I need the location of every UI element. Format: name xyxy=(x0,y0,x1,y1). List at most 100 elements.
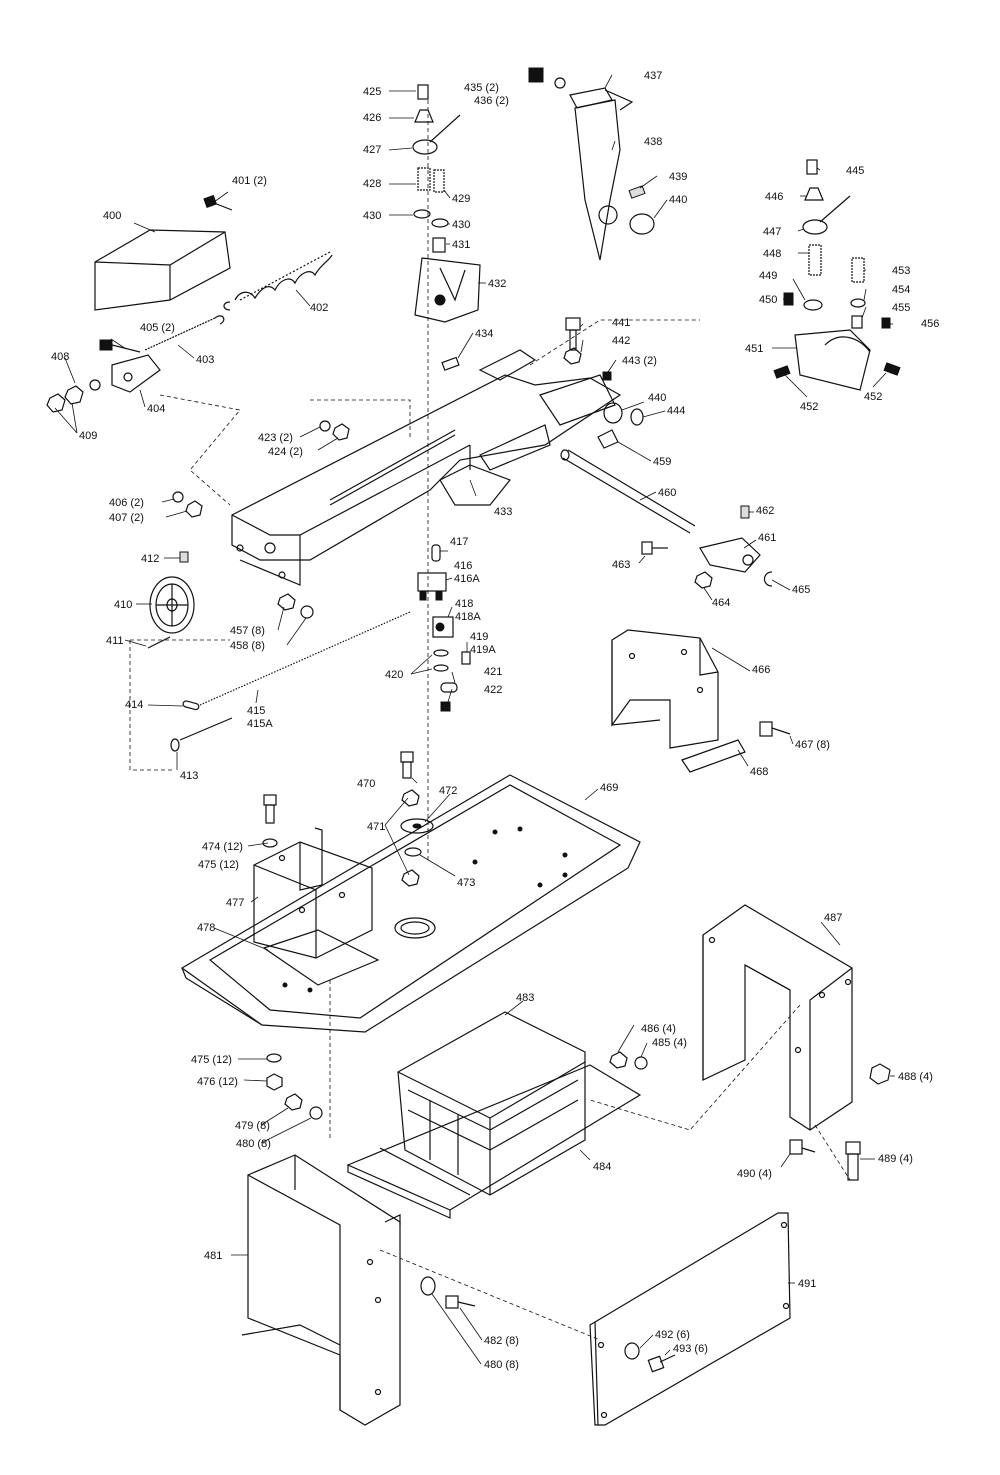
callout-460: 460 xyxy=(658,487,676,499)
callout-402: 402 xyxy=(310,302,328,314)
block-418-icon xyxy=(432,616,454,638)
callout-428: 428 xyxy=(363,178,381,190)
callout-436: 436 (2) xyxy=(474,95,509,107)
bolt-493-icon xyxy=(647,1354,676,1373)
callout-430a: 430 xyxy=(363,210,381,222)
nuts-409-icon xyxy=(46,385,84,413)
washer-408-icon xyxy=(89,379,101,391)
leader-lines xyxy=(54,74,895,1365)
leg-stand-481 xyxy=(241,1154,401,1426)
callout-415: 415 xyxy=(247,705,265,717)
callout-406: 406 (2) xyxy=(109,497,144,509)
belt-cover-400 xyxy=(94,229,231,311)
chip-bin-483 xyxy=(397,1011,586,1196)
callout-454: 454 xyxy=(892,284,910,296)
callout-481: 481 xyxy=(204,1250,222,1262)
callout-438: 438 xyxy=(644,136,662,148)
callout-452b: 452 xyxy=(864,391,882,403)
callout-414: 414 xyxy=(125,699,143,711)
callout-433: 433 xyxy=(494,506,512,518)
bolt-489-icon xyxy=(845,1141,861,1181)
callout-424: 424 (2) xyxy=(268,446,303,458)
spring-402-icon xyxy=(223,251,333,311)
callout-488: 488 (4) xyxy=(898,1071,933,1083)
callout-409: 409 xyxy=(79,430,97,442)
bracket-404-icon xyxy=(111,354,161,393)
callout-482: 482 (8) xyxy=(484,1335,519,1347)
callout-423: 423 (2) xyxy=(258,432,293,444)
callout-440b: 440 xyxy=(648,392,666,404)
washer-449-icon xyxy=(803,299,823,311)
callout-478: 478 xyxy=(197,922,215,934)
callout-447: 447 xyxy=(763,226,781,238)
callout-431: 431 xyxy=(452,239,470,251)
callout-452a: 452 xyxy=(800,401,818,413)
wing-screw-459-icon xyxy=(597,429,619,449)
callout-480b: 480 (8) xyxy=(484,1359,519,1371)
screw-462-icon xyxy=(740,505,750,519)
set-screw-412-icon xyxy=(179,551,189,563)
callout-429: 429 xyxy=(452,193,470,205)
bin-rack-484 xyxy=(346,1064,642,1219)
callout-416: 416 xyxy=(454,560,472,572)
callout-401: 401 (2) xyxy=(232,175,267,187)
lever-447-icon xyxy=(802,195,851,235)
callout-430b: 430 xyxy=(452,219,470,231)
cap-426-icon xyxy=(414,109,434,123)
plate-478-icon xyxy=(262,929,380,986)
washer-nut-406-407-icon xyxy=(172,491,203,518)
washer-475-icon xyxy=(262,838,278,848)
callout-489: 489 (4) xyxy=(878,1153,913,1165)
callout-441: 441 xyxy=(612,317,630,329)
sleeve-421-icon xyxy=(440,682,458,693)
handle-411-icon xyxy=(147,636,171,649)
side-panel-491 xyxy=(589,1212,791,1426)
callout-475a: 475 (12) xyxy=(198,859,239,871)
screw-456-icon xyxy=(881,317,891,329)
callout-465: 465 xyxy=(792,584,810,596)
pin-417-icon xyxy=(431,544,441,562)
stud-448-icon xyxy=(808,244,822,276)
callout-450: 450 xyxy=(759,294,777,306)
screw-419-icon xyxy=(461,651,471,665)
cap-446-icon xyxy=(804,187,824,201)
callout-486: 486 (4) xyxy=(641,1023,676,1035)
clip-465-icon xyxy=(763,571,773,587)
link-rod-403-icon xyxy=(144,315,225,351)
callout-417: 417 xyxy=(450,536,468,548)
bolt-463-icon xyxy=(641,541,668,555)
shaft-460 xyxy=(560,449,696,534)
callout-490: 490 (4) xyxy=(737,1168,772,1180)
callout-485: 485 (4) xyxy=(652,1037,687,1049)
spacer-455-icon xyxy=(851,315,863,329)
callout-434: 434 xyxy=(475,328,493,340)
callout-491: 491 xyxy=(798,1278,816,1290)
callout-410: 410 xyxy=(114,599,132,611)
callout-426: 426 xyxy=(363,112,381,124)
screw-425-icon xyxy=(417,84,429,100)
callout-418: 418 xyxy=(455,598,473,610)
handwheel-410 xyxy=(149,576,195,634)
callout-456: 456 xyxy=(921,318,939,330)
callout-477: 477 xyxy=(226,897,244,909)
clamp-461-icon xyxy=(699,537,761,573)
callout-458: 458 (8) xyxy=(230,640,265,652)
callout-407: 407 (2) xyxy=(109,512,144,524)
callout-400: 400 xyxy=(103,210,121,222)
callout-483: 483 xyxy=(516,992,534,1004)
callout-475b: 475 (12) xyxy=(191,1054,232,1066)
screw-445-icon xyxy=(806,159,818,175)
callout-432: 432 xyxy=(488,278,506,290)
bolt-490-icon xyxy=(789,1139,816,1155)
callout-466: 466 xyxy=(752,664,770,676)
bolt-435-icon xyxy=(528,67,566,89)
bracket-432-icon xyxy=(414,257,481,323)
roller-440-icon xyxy=(629,213,655,235)
callout-493: 493 (6) xyxy=(673,1343,708,1355)
callout-419A: 419A xyxy=(470,644,496,656)
callout-405: 405 (2) xyxy=(140,322,175,334)
stud-428-icon xyxy=(417,167,431,191)
callout-415A: 415A xyxy=(247,718,273,730)
bolt-467-icon xyxy=(759,721,791,737)
callout-453: 453 xyxy=(892,265,910,277)
